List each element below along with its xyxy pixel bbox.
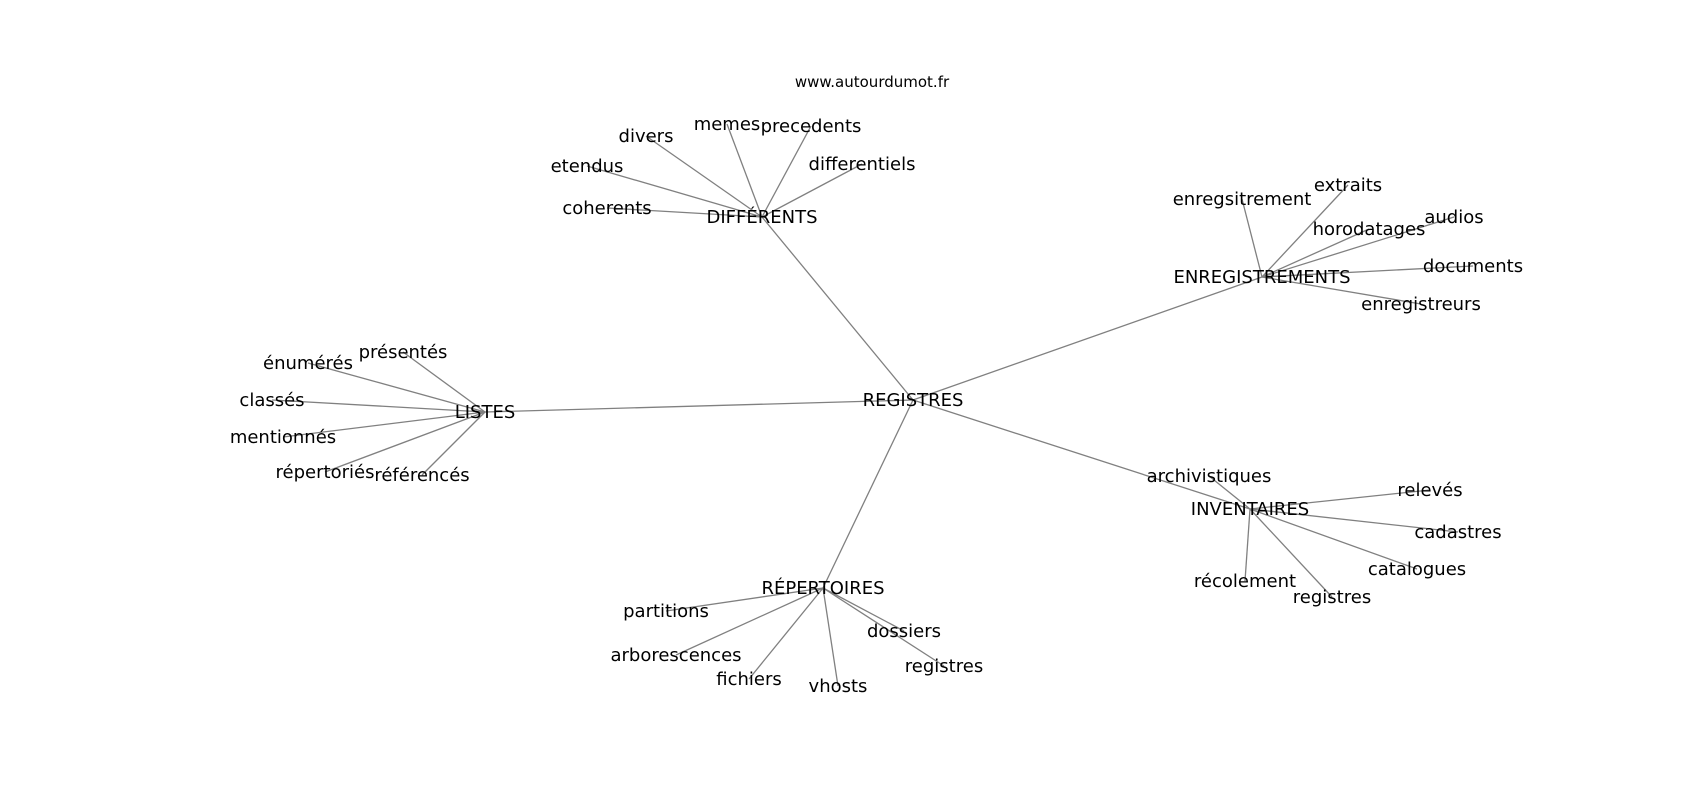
edge-differents-leaf-5 — [606, 207, 763, 218]
edge-listes-leaf-4 — [324, 411, 486, 473]
edge-repertoires-leaf-3 — [822, 587, 839, 687]
leaf-node-listes-5: référencés — [374, 465, 469, 486]
leaf-node-repertoires-2: fichiers — [716, 669, 782, 690]
hub-node-differents: DIFFÉRENTS — [706, 206, 817, 228]
leaf-node-inventaires-3: catalogues — [1368, 559, 1466, 580]
edge-repertoires-leaf-1 — [675, 587, 824, 656]
leaf-node-enregistrements-1: extraits — [1314, 175, 1382, 196]
edge-differents-leaf-4 — [761, 163, 863, 218]
leaf-node-inventaires-0: archivistiques — [1147, 466, 1272, 487]
leaf-node-listes-2: classés — [239, 390, 304, 411]
edge-repertoires-leaf-0 — [665, 587, 824, 612]
edge-repertoires-leaf-5 — [822, 587, 945, 667]
edge-inventaires-leaf-5 — [1249, 508, 1333, 598]
edge-listes-leaf-3 — [282, 411, 486, 438]
leaf-node-differents-0: divers — [619, 126, 674, 147]
edge-inventaires-leaf-1 — [1249, 489, 1431, 510]
root-node-label: REGISTRES — [863, 390, 964, 411]
edge-enregistrements-leaf-3 — [1261, 216, 1455, 278]
leaf-node-repertoires-0: partitions — [623, 601, 709, 622]
edge-enregistrements-leaf-5 — [1261, 276, 1422, 305]
leaf-node-differents-3: etendus — [551, 156, 624, 177]
edge-enregistrements-leaf-0 — [1241, 198, 1263, 278]
credit-text: www.autourdumot.fr — [795, 73, 950, 91]
leaf-node-inventaires-2: cadastres — [1414, 522, 1501, 543]
edge-listes-leaf-0 — [402, 351, 486, 413]
leaf-node-repertoires-1: arborescences — [610, 645, 741, 666]
leaf-node-differents-1: memes — [694, 114, 761, 135]
hub-node-inventaires: INVENTAIRES — [1191, 499, 1309, 520]
leaf-node-repertoires-3: vhosts — [809, 676, 868, 697]
edge-inventaires-leaf-4 — [1244, 508, 1251, 582]
hub-node-enregistrements: ENREGISTREMENTS — [1173, 267, 1350, 288]
hub-node-listes: LISTES — [455, 402, 516, 423]
leaf-node-listes-0: présentés — [359, 342, 448, 363]
edge-root-repertoires — [822, 399, 914, 589]
edge-inventaires-leaf-2 — [1249, 508, 1459, 533]
leaf-node-repertoires-5: registres — [905, 656, 983, 677]
hub-node-repertoires: RÉPERTOIRES — [761, 577, 884, 599]
edge-differents-leaf-0 — [645, 135, 763, 218]
edge-root-enregistrements — [912, 276, 1263, 401]
leaf-node-enregistrements-3: audios — [1424, 207, 1483, 228]
leaf-node-listes-1: énumérés — [263, 353, 353, 374]
leaf-node-inventaires-5: registres — [1293, 587, 1371, 608]
leaf-node-listes-3: mentionnés — [230, 427, 336, 448]
edge-differents-leaf-2 — [761, 125, 812, 218]
edge-enregistrements-leaf-2 — [1261, 228, 1370, 278]
edge-root-inventaires — [912, 399, 1251, 510]
edge-inventaires-leaf-0 — [1208, 475, 1251, 510]
graph-edges — [271, 123, 1474, 687]
leaf-node-repertoires-4: dossiers — [867, 621, 941, 642]
leaf-node-inventaires-4: récolement — [1194, 571, 1296, 592]
edge-enregistrements-leaf-1 — [1261, 184, 1349, 278]
edge-repertoires-leaf-4 — [822, 587, 905, 632]
leaf-node-listes-4: répertoriés — [276, 462, 375, 483]
edge-differents-leaf-1 — [726, 123, 763, 218]
leaf-node-enregistrements-0: enregsitrement — [1173, 189, 1312, 210]
edge-listes-leaf-1 — [307, 362, 486, 413]
leaf-node-enregistrements-5: enregistreurs — [1361, 294, 1481, 315]
leaf-node-differents-4: differentiels — [809, 154, 916, 175]
edge-listes-leaf-5 — [421, 411, 486, 476]
edge-inventaires-leaf-3 — [1249, 508, 1418, 570]
leaf-node-differents-2: precedents — [761, 116, 862, 137]
leaf-node-inventaires-1: relevés — [1397, 480, 1462, 501]
edge-root-listes — [484, 399, 914, 413]
leaf-node-enregistrements-2: horodatages — [1313, 219, 1426, 240]
leaf-node-differents-5: coherents — [562, 198, 651, 219]
edge-root-differents — [761, 216, 914, 401]
edge-differents-leaf-3 — [586, 165, 763, 218]
leaf-node-enregistrements-4: documents — [1423, 256, 1523, 277]
edge-listes-leaf-2 — [271, 399, 486, 413]
edge-enregistrements-leaf-4 — [1261, 265, 1474, 278]
edge-repertoires-leaf-2 — [748, 587, 824, 680]
